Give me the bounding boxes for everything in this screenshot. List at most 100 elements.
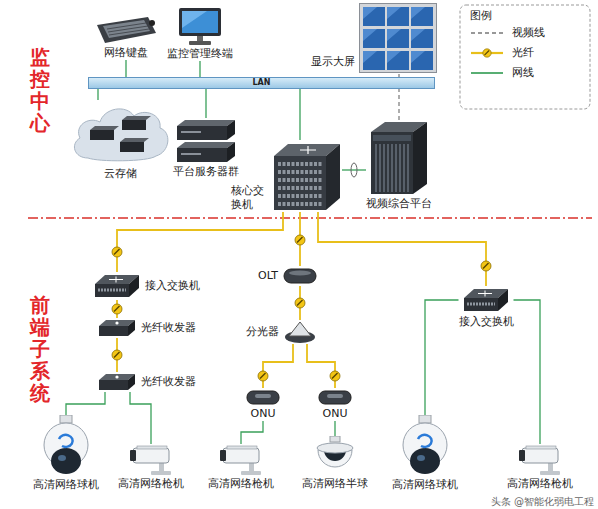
device-label: 高清网络枪机 xyxy=(208,477,274,491)
net-connector xyxy=(334,421,335,436)
device-node: 网络键盘 xyxy=(94,15,158,60)
device-node: 光纤收发器 xyxy=(97,318,196,338)
zone-title: 前端子系统 xyxy=(30,294,50,404)
text-label: 头条 @智能化弱电工程 xyxy=(491,496,594,508)
device-label: 分光器 xyxy=(246,325,279,339)
fiber-symbol xyxy=(295,235,305,245)
fiber-symbol xyxy=(112,247,122,257)
fiber-symbol xyxy=(481,261,491,271)
device-label: 接入交换机 xyxy=(145,279,200,293)
device-label: 显示大屏 xyxy=(311,55,355,69)
switch-icon xyxy=(95,275,139,297)
cloud-icon xyxy=(74,109,167,161)
device-node: 分光器 xyxy=(246,320,317,344)
device-node: 接入交换机 xyxy=(93,272,200,300)
device-label: 高清网络半球 xyxy=(302,477,368,491)
link-bundle-symbol xyxy=(351,163,357,177)
device-label: 光纤收发器 xyxy=(141,321,196,335)
gun-camera-icon xyxy=(130,446,171,475)
fiber-connector xyxy=(307,344,335,388)
device-node: 云存储 xyxy=(68,100,172,181)
gun-camera-icon xyxy=(519,446,560,475)
device-node: 高清网络球机 xyxy=(392,415,458,492)
legend-text: 光纤 xyxy=(512,46,534,60)
device-label: 网络键盘 xyxy=(104,46,148,60)
legend-line xyxy=(471,72,503,74)
fiber-symbol xyxy=(330,371,340,381)
platform-icon xyxy=(371,122,427,194)
net-connector xyxy=(299,89,300,140)
fiber-symbol xyxy=(295,298,305,308)
transceiver-icon xyxy=(99,374,135,390)
fiber-symbol xyxy=(483,49,491,57)
device-node: 高清网络半球 xyxy=(302,436,368,491)
legend-sample xyxy=(470,27,504,39)
splitter-icon xyxy=(285,322,315,343)
onu-icon xyxy=(319,391,351,404)
dome-camera-icon xyxy=(317,436,353,467)
device-node: 光纤收发器 xyxy=(97,372,196,392)
device-label: 高清网络球机 xyxy=(33,478,99,492)
legend-text: 网线 xyxy=(512,66,534,80)
server-icon xyxy=(177,120,235,162)
device-node: 高清网络球机 xyxy=(33,415,99,492)
device-node: ONU xyxy=(317,388,353,421)
transceiver-icon xyxy=(99,320,135,336)
net-connector xyxy=(130,392,151,444)
legend-entry: 网线 xyxy=(470,66,534,80)
zone-divider xyxy=(28,217,592,219)
net-connector xyxy=(342,169,366,170)
legend-entry: 光纤 xyxy=(470,46,534,60)
legend-sample xyxy=(470,67,504,79)
device-node: 视频综合平台 xyxy=(366,120,432,211)
fiber-symbol xyxy=(112,304,122,314)
legend-frame xyxy=(460,5,590,109)
device-label: 高清网络球机 xyxy=(392,478,458,492)
device-node: 监控管理终端 xyxy=(167,8,233,61)
device-node: 接入交换机 xyxy=(459,286,514,329)
legend-sample xyxy=(470,47,504,59)
core-switch-icon xyxy=(274,144,340,210)
device-label: 高清网络枪机 xyxy=(118,477,184,491)
device-label: 平台服务器群 xyxy=(173,165,239,179)
device-node: 核心交换机 xyxy=(231,140,342,212)
device-label: ONU xyxy=(323,407,348,421)
device-label: ONU xyxy=(251,407,276,421)
device-node: 高清网络枪机 xyxy=(208,444,274,491)
net-connector xyxy=(241,421,263,444)
fiber-connector xyxy=(263,344,293,388)
device-node: 高清网络枪机 xyxy=(507,444,573,491)
device-node: 显示大屏 xyxy=(311,3,437,73)
device-label: 监控管理终端 xyxy=(167,47,233,61)
bus-label: LAN xyxy=(253,78,271,88)
device-label: 接入交换机 xyxy=(459,315,514,329)
net-connector xyxy=(514,300,541,444)
device-label: 光纤收发器 xyxy=(141,375,196,389)
device-node: 平台服务器群 xyxy=(173,118,239,179)
net-connector xyxy=(205,89,206,118)
net-connector xyxy=(425,300,459,415)
device-node: 高清网络枪机 xyxy=(118,444,184,491)
legend-entry: 视频线 xyxy=(470,26,545,40)
device-label: 视频综合平台 xyxy=(366,197,432,211)
text-label: 图例 xyxy=(470,9,492,22)
net-connector xyxy=(97,89,98,100)
net-connector xyxy=(66,392,105,415)
net-connector xyxy=(199,61,200,77)
gun-camera-icon xyxy=(220,446,261,475)
ball-camera-icon xyxy=(403,415,447,474)
switch-icon xyxy=(464,289,508,311)
video-wall-icon xyxy=(360,4,437,73)
legend-line xyxy=(471,32,503,34)
device-label: 高清网络枪机 xyxy=(507,477,573,491)
fiber-symbol xyxy=(258,371,268,381)
ball-camera-icon xyxy=(44,415,88,474)
device-label: OLT xyxy=(258,269,278,283)
keyboard-icon xyxy=(97,17,156,43)
fiber-connector xyxy=(117,212,283,272)
device-label: 核心交换机 xyxy=(231,184,266,212)
device-node: OLT xyxy=(258,266,318,286)
net-connector xyxy=(125,60,126,77)
device-node: ONU xyxy=(245,388,281,421)
device-label: 云存储 xyxy=(104,167,137,181)
